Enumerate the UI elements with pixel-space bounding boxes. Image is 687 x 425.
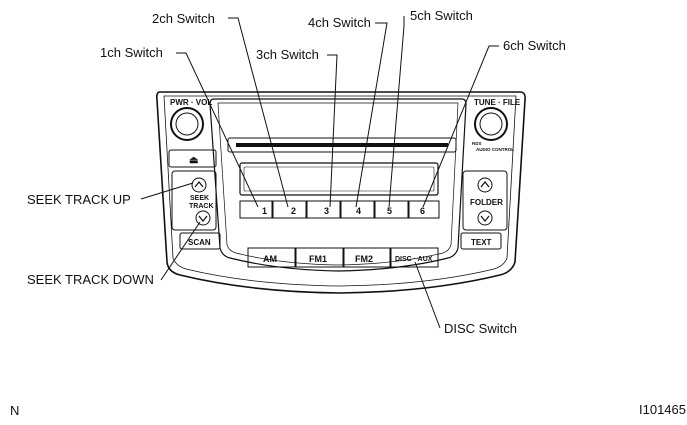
folder-label: FOLDER — [470, 198, 503, 207]
eject-button[interactable] — [168, 149, 217, 168]
seek-down-icon — [198, 215, 208, 222]
faceplate-outline — [156, 91, 526, 294]
disc-aux-button[interactable] — [390, 247, 439, 268]
audio-control-label: AUDIO CONTROL — [476, 147, 514, 152]
seek-up-button[interactable] — [191, 177, 207, 193]
fm2-button[interactable] — [343, 247, 391, 268]
folder-button[interactable] — [462, 170, 508, 231]
pwr-vol-knob-inner — [175, 112, 199, 136]
preset-3-label: 3 — [324, 206, 329, 216]
preset-2-button[interactable] — [272, 200, 307, 219]
fm1-button[interactable] — [295, 247, 344, 268]
callout-seek-down: SEEK TRACK DOWN — [27, 272, 154, 287]
preset-1-label: 1 — [262, 206, 267, 216]
center-bezel-inner — [217, 102, 459, 266]
leader-5ch — [388, 16, 405, 208]
am-button[interactable] — [247, 247, 296, 268]
text-label: TEXT — [471, 238, 492, 247]
leader-lines — [140, 16, 499, 329]
folder-up-button[interactable] — [477, 177, 493, 193]
cd-slot-frame — [227, 137, 457, 153]
display-window — [239, 162, 439, 196]
faceplate-inner-rim — [163, 95, 517, 287]
callout-5ch: 5ch Switch — [410, 8, 473, 23]
am-label: AM — [263, 254, 277, 264]
leader-seek-up — [140, 182, 194, 200]
callout-3ch: 3ch Switch — [256, 47, 319, 62]
preset-row: 1 2 3 4 5 6 — [239, 200, 440, 219]
display-window-inner — [243, 166, 435, 192]
text-button[interactable] — [460, 232, 502, 250]
pwr-vol-label: PWR · VOL — [170, 98, 212, 107]
leader-2ch — [228, 17, 289, 208]
callout-4ch: 4ch Switch — [308, 15, 371, 30]
callout-seek-up: SEEK TRACK UP — [27, 192, 131, 207]
cd-slot[interactable] — [236, 143, 448, 147]
band-row: AM FM1 FM2 DISC · AUX — [247, 247, 439, 268]
seek-up-icon — [194, 181, 204, 188]
preset-3-button[interactable] — [306, 200, 341, 219]
leader-6ch — [422, 45, 499, 208]
callout-disc: DISC Switch — [444, 321, 517, 336]
leader-seek-down — [160, 221, 201, 281]
fm1-label: FM1 — [309, 254, 327, 264]
tune-file-knob-inner — [479, 112, 503, 136]
folder-down-button[interactable] — [477, 210, 493, 226]
leader-1ch — [176, 52, 259, 208]
center-bezel — [209, 98, 467, 272]
preset-6-label: 6 — [420, 206, 425, 216]
seek-track-button[interactable] — [171, 170, 217, 231]
folder-down-icon — [480, 215, 490, 222]
preset-4-label: 4 — [356, 206, 361, 216]
preset-5-label: 5 — [387, 206, 392, 216]
preset-1-button[interactable] — [239, 200, 273, 219]
preset-2-label: 2 — [291, 206, 296, 216]
scan-button[interactable] — [179, 232, 221, 250]
footer-n-code: N — [10, 403, 19, 418]
tune-file-knob-outer[interactable] — [474, 107, 508, 141]
figure-id: I101465E02 — [639, 402, 687, 417]
folder-up-icon — [480, 181, 490, 188]
rds-label: RDS — [472, 141, 482, 146]
preset-6-button[interactable] — [408, 200, 440, 219]
seek-down-button[interactable] — [195, 210, 211, 226]
callout-2ch: 2ch Switch — [152, 11, 215, 26]
leader-disc — [414, 261, 441, 329]
track-label: TRACK — [189, 203, 214, 210]
callout-6ch: 6ch Switch — [503, 38, 566, 53]
leader-3ch — [327, 54, 338, 208]
eject-icon: ⏏ — [189, 155, 199, 166]
disc-aux-label: DISC · AUX — [395, 256, 433, 263]
preset-5-button[interactable] — [374, 200, 409, 219]
pwr-vol-knob-outer[interactable] — [170, 107, 204, 141]
seek-label: SEEK — [190, 195, 209, 202]
fm2-label: FM2 — [355, 254, 373, 264]
tune-file-label: TUNE · FILE — [474, 98, 521, 107]
leader-4ch — [355, 22, 388, 208]
scan-label: SCAN — [188, 238, 211, 247]
callout-1ch: 1ch Switch — [100, 45, 163, 60]
